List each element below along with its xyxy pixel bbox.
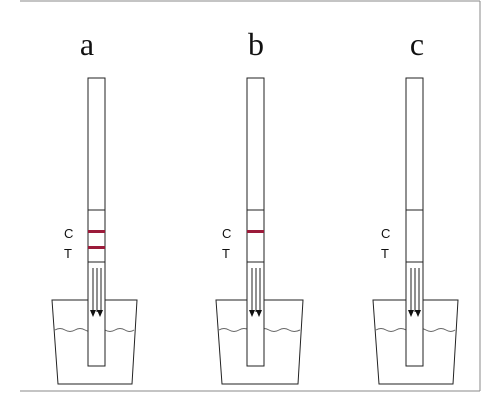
flow-arrows-b (251, 268, 261, 312)
control-label-c: C (381, 226, 390, 241)
panel-letter-b: b (248, 26, 264, 62)
panel-letter-a: a (80, 26, 94, 62)
control-band-a (88, 230, 105, 233)
test-strip-b (246, 77, 265, 367)
test-label-c: T (381, 246, 389, 261)
arrowhead-a-2 (97, 310, 103, 317)
cup-a (51, 299, 138, 385)
arrowhead-c-2 (415, 310, 421, 317)
arrowhead-a-1 (90, 310, 96, 317)
panel-letter-c: c (410, 26, 424, 62)
arrowhead-b-1 (249, 310, 255, 317)
control-band-b (247, 230, 264, 233)
test-label-b: T (222, 246, 230, 261)
arrowhead-c-1 (408, 310, 414, 317)
control-label-b: C (222, 226, 231, 241)
flow-arrows-a (92, 268, 102, 312)
panel-b: b C T (215, 26, 304, 385)
test-strip-a (87, 77, 106, 367)
arrowhead-b-2 (256, 310, 262, 317)
panel-a: a C T (51, 26, 138, 385)
test-label-a: T (64, 246, 72, 261)
flow-arrows-c (410, 268, 420, 312)
cup-c (372, 299, 459, 385)
control-label-a: C (64, 226, 73, 241)
test-strip-c (405, 77, 424, 367)
cup-b (215, 299, 304, 385)
test-band-a (88, 246, 105, 249)
panel-c: c C T (372, 26, 459, 385)
